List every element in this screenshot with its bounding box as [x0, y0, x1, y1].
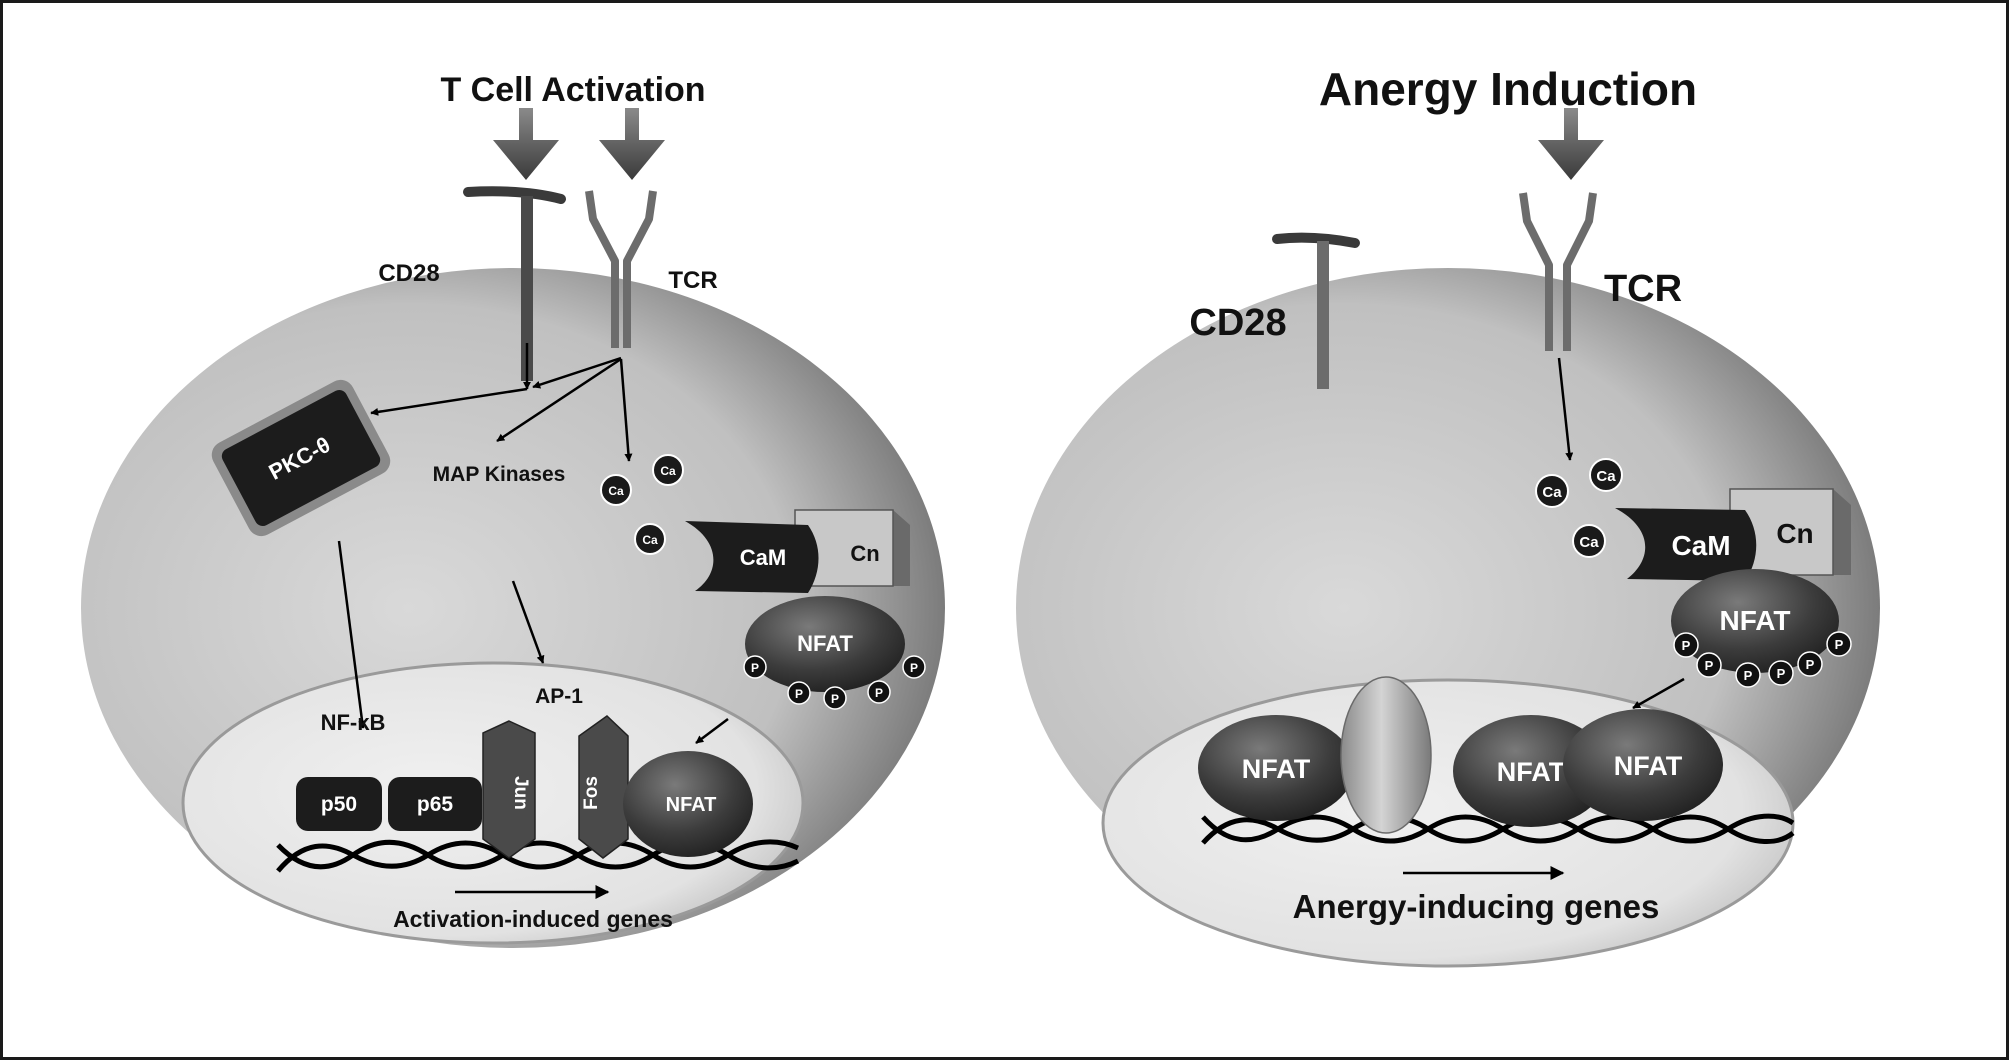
right-calcium-ion: Ca	[1572, 524, 1606, 558]
right-tcr-label: TCR	[1604, 268, 1682, 310]
svg-text:Fos: Fos	[581, 776, 602, 810]
svg-text:NFAT: NFAT	[1614, 751, 1683, 781]
svg-text:Ca: Ca	[608, 484, 624, 498]
left-calmodulin: CaM	[685, 521, 819, 593]
right-cd28-label: CD28	[1189, 302, 1286, 344]
left-cd28-label: CD28	[378, 260, 439, 287]
left-pkc-protein: PKC-θ	[211, 379, 391, 537]
left-map-kinases-label: MAP Kinases	[433, 463, 566, 486]
right-cd28-receptor	[1272, 232, 1360, 389]
svg-text:Jun: Jun	[510, 776, 531, 810]
left-signal-arrows	[337, 343, 729, 744]
right-calcium-ion: Ca	[1589, 458, 1623, 492]
left-nfkb-p65: p65	[388, 777, 482, 831]
right-nfat-cytoplasm: NFAT	[1671, 569, 1839, 673]
svg-text:P: P	[1835, 637, 1844, 652]
left-phosphate-group: P P P P P	[743, 655, 926, 710]
svg-text:NFAT: NFAT	[1497, 757, 1566, 787]
svg-text:Ca: Ca	[1579, 534, 1599, 551]
left-title: T Cell Activation	[440, 71, 705, 109]
diagram: T Cell Activation CD28 TCR	[81, 63, 1880, 968]
svg-text:P: P	[910, 661, 918, 675]
svg-text:NFAT: NFAT	[1242, 754, 1311, 784]
right-tcr-stimulus-arrow	[1538, 108, 1604, 180]
left-panel: T Cell Activation CD28 TCR	[81, 71, 945, 948]
left-nfat-cytoplasm-label: NFAT	[797, 631, 853, 656]
svg-text:P: P	[875, 686, 883, 700]
right-tcr-receptor	[1519, 192, 1597, 351]
svg-text:P: P	[1777, 666, 1786, 681]
svg-text:Ca: Ca	[642, 533, 658, 547]
left-calcium-ion: Ca	[634, 523, 666, 555]
right-phosphate-group: P P P P P P	[1673, 631, 1852, 688]
svg-text:P: P	[1744, 668, 1753, 683]
svg-text:P: P	[751, 661, 759, 675]
right-calcineurin-label: Cn	[1776, 518, 1813, 549]
left-ap1-fos: Fos	[578, 715, 629, 859]
right-partner-protein	[1340, 676, 1432, 834]
left-tcr-label: TCR	[668, 267, 717, 294]
left-nfat-cytoplasm: NFAT	[745, 596, 905, 692]
svg-text:Ca: Ca	[660, 464, 676, 478]
left-calmodulin-label: CaM	[740, 545, 786, 570]
left-calcineurin-label: Cn	[850, 541, 879, 566]
right-genes-label: Anergy-inducing genes	[1293, 888, 1660, 925]
left-tcr-receptor	[585, 190, 657, 348]
left-calcium-ion: Ca	[600, 474, 632, 506]
left-genes-label: Activation-induced genes	[393, 906, 673, 932]
left-nfkb-label: NF-κB	[321, 710, 386, 735]
right-calmodulin-label: CaM	[1671, 530, 1730, 561]
left-nfat-nucleus-label: NFAT	[666, 794, 717, 816]
right-calcium-ion: Ca	[1535, 474, 1569, 508]
left-nfat-nucleus: NFAT	[623, 751, 753, 857]
left-nfkb-p50: p50	[296, 777, 382, 831]
right-signal-arrows	[1557, 357, 1685, 710]
svg-text:Ca: Ca	[1542, 484, 1562, 501]
left-calcium-ion: Ca	[652, 454, 684, 486]
right-nfat-cytoplasm-label: NFAT	[1719, 605, 1790, 636]
svg-text:P: P	[1806, 657, 1815, 672]
right-calcineurin: Cn	[1729, 488, 1851, 576]
svg-text:p50: p50	[321, 793, 357, 816]
right-nfat-nucleus: NFAT	[1563, 709, 1723, 821]
svg-text:P: P	[1705, 658, 1714, 673]
left-calcineurin: Cn	[794, 509, 910, 587]
left-cd28-stimulus-arrow	[493, 108, 559, 180]
right-dna	[1201, 813, 1795, 845]
right-panel: Anergy Induction CD28 TCR Ca Ca	[1016, 63, 1880, 968]
left-ap1-jun: Jun	[482, 720, 536, 859]
right-nfat-nucleus: NFAT	[1198, 715, 1354, 821]
right-title: Anergy Induction	[1319, 63, 1697, 115]
left-ap1-label: AP-1	[535, 685, 583, 708]
right-calmodulin: CaM	[1615, 508, 1757, 581]
svg-text:P: P	[831, 692, 839, 706]
svg-text:P: P	[795, 687, 803, 701]
svg-text:Ca: Ca	[1596, 468, 1616, 485]
svg-text:p65: p65	[417, 793, 454, 816]
svg-text:P: P	[1682, 638, 1691, 653]
left-tcr-stimulus-arrow	[599, 108, 665, 180]
left-cd28-receptor	[463, 186, 566, 381]
